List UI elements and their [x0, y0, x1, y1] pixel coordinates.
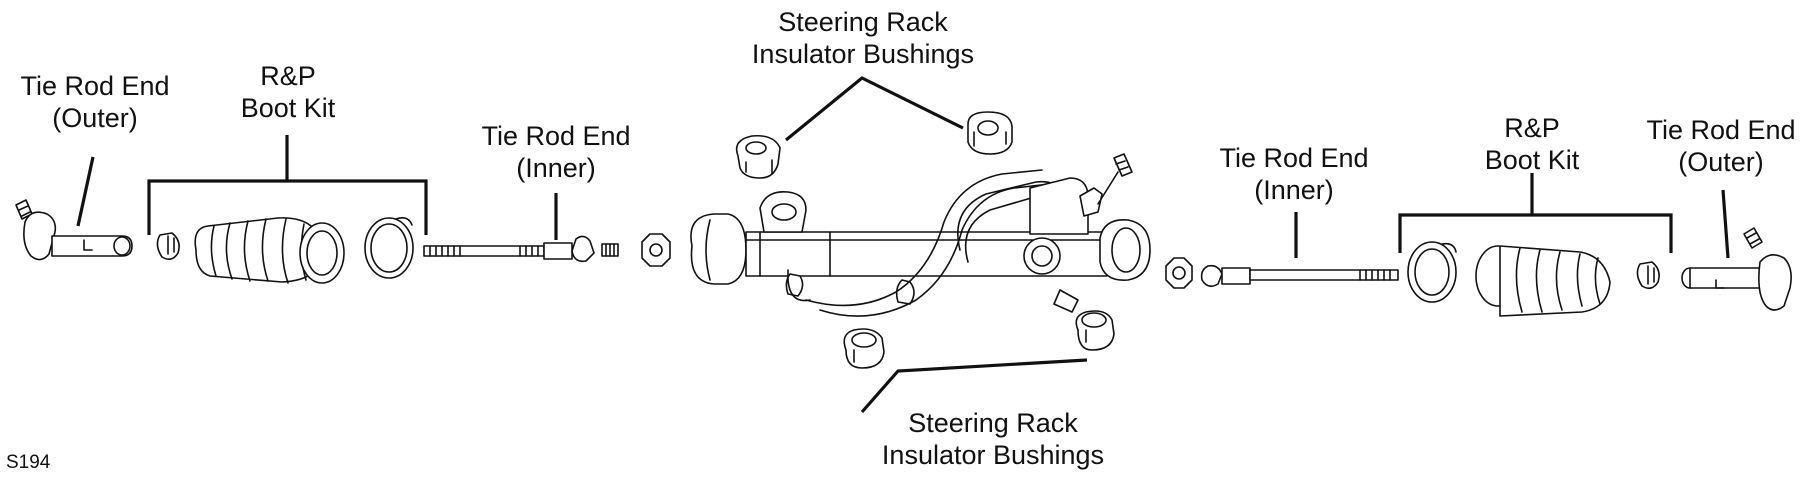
label-line: (Outer): [52, 103, 138, 133]
label-line: Tie Rod End: [481, 121, 631, 151]
inner-tie-rod-right: [1200, 264, 1399, 288]
label-insulator-bushings-top: Steering Rack Insulator Bushings: [738, 6, 988, 70]
leader-lines: [76, 76, 1730, 414]
label-line: Steering Rack: [778, 7, 948, 37]
leader-outer-left: [76, 156, 95, 227]
label-line: (Inner): [1254, 175, 1334, 205]
boot-ring-right: [1407, 241, 1457, 303]
label-boot-kit-right: R&P Boot Kit: [1462, 112, 1602, 176]
label-line: Boot Kit: [1484, 145, 1580, 175]
label-tie-rod-end-outer-left: Tie Rod End (Outer): [10, 70, 180, 134]
label-line: Tie Rod End: [20, 71, 170, 101]
label-insulator-bushings-bottom: Steering Rack Insulator Bushings: [868, 407, 1118, 471]
label-line: Insulator Bushings: [881, 440, 1105, 470]
label-tie-rod-end-outer-right: Tie Rod End (Outer): [1633, 114, 1809, 178]
boot-right: [1475, 245, 1611, 317]
bracket-boot-right: [1398, 173, 1673, 253]
label-line: Boot Kit: [240, 93, 336, 123]
clamp-right: [1636, 261, 1660, 290]
insulator-bushing-bottom-left: [843, 328, 885, 369]
clamp-left: [156, 232, 180, 261]
insulator-bushing-bottom-right: [1075, 310, 1115, 351]
label-line: (Outer): [1678, 147, 1764, 177]
figure-code: S194: [6, 452, 51, 473]
label-line: (Inner): [516, 153, 596, 183]
label-line: R&P: [260, 61, 316, 91]
label-boot-kit-left: R&P Boot Kit: [218, 60, 358, 124]
jam-nut-left: [641, 233, 671, 267]
inner-tie-rod-left: [423, 235, 619, 263]
insulator-bushing-top-right: [967, 111, 1013, 155]
label-line: Tie Rod End: [1646, 115, 1796, 145]
steering-rack-housing: [690, 153, 1151, 317]
boot-ring-left: [364, 217, 414, 279]
label-line: Steering Rack: [908, 408, 1078, 438]
boot-left: [194, 217, 345, 284]
insulator-bushing-top-left: [735, 134, 781, 179]
label-line: Insulator Bushings: [751, 39, 975, 69]
leader-bushings-bottom: [860, 358, 1088, 414]
label-line: Tie Rod End: [1219, 143, 1369, 173]
label-tie-rod-end-inner-right: Tie Rod End (Inner): [1204, 142, 1384, 206]
leader-outer-right: [1721, 189, 1730, 259]
bracket-boot-left: [147, 135, 428, 235]
outer-tie-rod-end-right: [1681, 227, 1792, 311]
label-tie-rod-end-inner-left: Tie Rod End (Inner): [466, 120, 646, 184]
label-line: R&P: [1504, 113, 1560, 143]
leader-bushings-top: [784, 76, 964, 142]
jam-nut-right: [1165, 257, 1193, 289]
outer-tie-rod-end-left: [15, 199, 133, 261]
